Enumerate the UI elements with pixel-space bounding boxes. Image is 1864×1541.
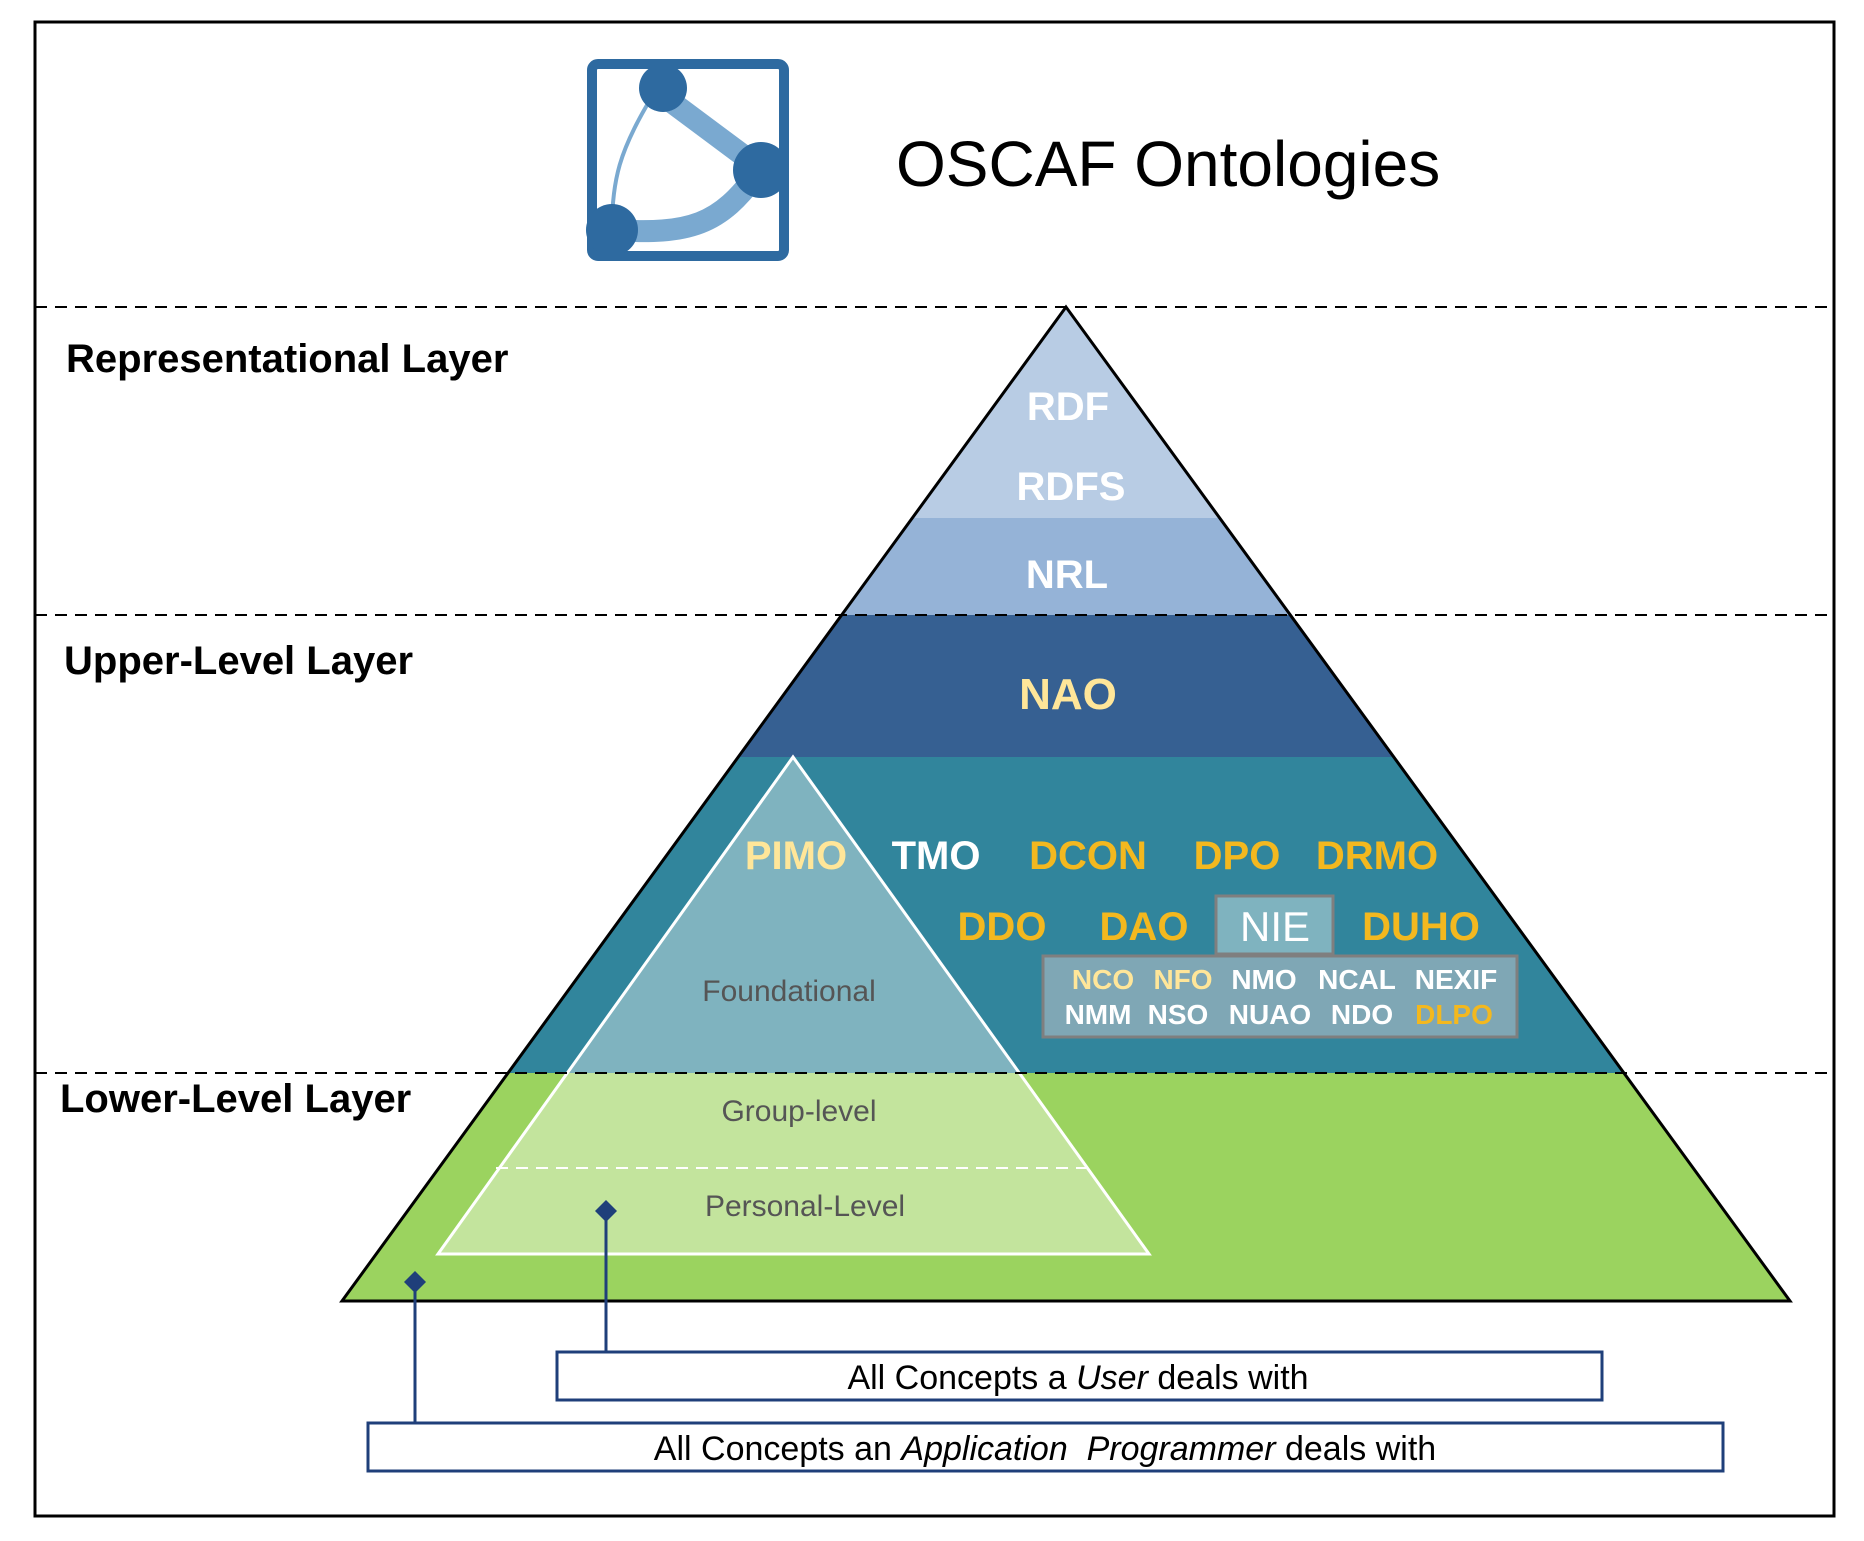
caption-programmer-emphasis: Application Programmer (899, 1430, 1277, 1468)
caption-box-programmer (366, 1421, 1725, 1473)
inner-label-personal: Personal-Level (705, 1190, 905, 1223)
ontology-drmo: DRMO (1316, 834, 1438, 878)
ontology-pimo: PIMO (745, 834, 847, 878)
nie-sub-nso: NSO (1148, 999, 1209, 1030)
caption-programmer-suffix: deals with (1276, 1430, 1437, 1468)
nie-sub-nco: NCO (1072, 964, 1134, 995)
layer-label-upper: Upper-Level Layer (64, 639, 413, 683)
caption-programmer-prefix: All Concepts an (654, 1430, 902, 1468)
caption-programmer: All Concepts an Application Programmer d… (654, 1430, 1436, 1468)
inner-label-group: Group-level (721, 1095, 876, 1128)
nie-sub-nexif: NEXIF (1415, 964, 1497, 995)
caption-box-user (555, 1350, 1604, 1402)
caption-user-suffix: deals with (1148, 1359, 1309, 1397)
caption-user-prefix: All Concepts a (847, 1359, 1076, 1397)
nie-box (1214, 894, 1335, 956)
diagram-title: OSCAF Ontologies (896, 128, 1440, 200)
nie-sub-ndo: NDO (1331, 999, 1393, 1030)
band-rdf (342, 307, 1790, 518)
nie-sub-dlpo: DLPO (1415, 999, 1493, 1030)
nie-sub-box (1041, 954, 1519, 1039)
oscaf-network-logo-icon (586, 59, 789, 261)
caption-user-emphasis: User (1076, 1359, 1149, 1397)
connector-user (595, 1200, 617, 1352)
ontology-tmo: TMO (892, 834, 981, 878)
ontology-rdf: RDF (1027, 385, 1109, 429)
nie-sub-nmo: NMO (1231, 964, 1296, 995)
band-nrl (342, 518, 1790, 615)
outer-pyramid-outline (339, 304, 1793, 1303)
band-nao (342, 615, 1790, 757)
ontology-rdfs: RDFS (1017, 465, 1126, 509)
ontology-dao: DAO (1100, 905, 1189, 949)
ontology-nrl: NRL (1026, 553, 1108, 597)
ontology-dpo: DPO (1194, 834, 1281, 878)
inner-pyramid-outline (435, 754, 1152, 1256)
ontology-dcon: DCON (1029, 834, 1147, 878)
ontology-nie: NIE (1240, 903, 1310, 950)
ontology-ddo: DDO (958, 905, 1047, 949)
inner-personal (438, 1073, 1149, 1254)
inner-label-foundational: Foundational (702, 975, 875, 1008)
nie-sub-nfo: NFO (1153, 964, 1212, 995)
nie-sub-ncal: NCAL (1318, 964, 1396, 995)
layer-label-representational: Representational Layer (66, 337, 508, 381)
caption-user: All Concepts a User deals with (847, 1359, 1308, 1397)
nie-sub-nmm: NMM (1065, 999, 1132, 1030)
nie-sub-nuao: NUAO (1229, 999, 1311, 1030)
outer-frame (33, 20, 1836, 1518)
ontology-duho: DUHO (1362, 905, 1480, 949)
connector-programmer (404, 1271, 426, 1423)
layer-label-lower: Lower-Level Layer (60, 1077, 411, 1121)
ontology-nao: NAO (1019, 670, 1117, 719)
